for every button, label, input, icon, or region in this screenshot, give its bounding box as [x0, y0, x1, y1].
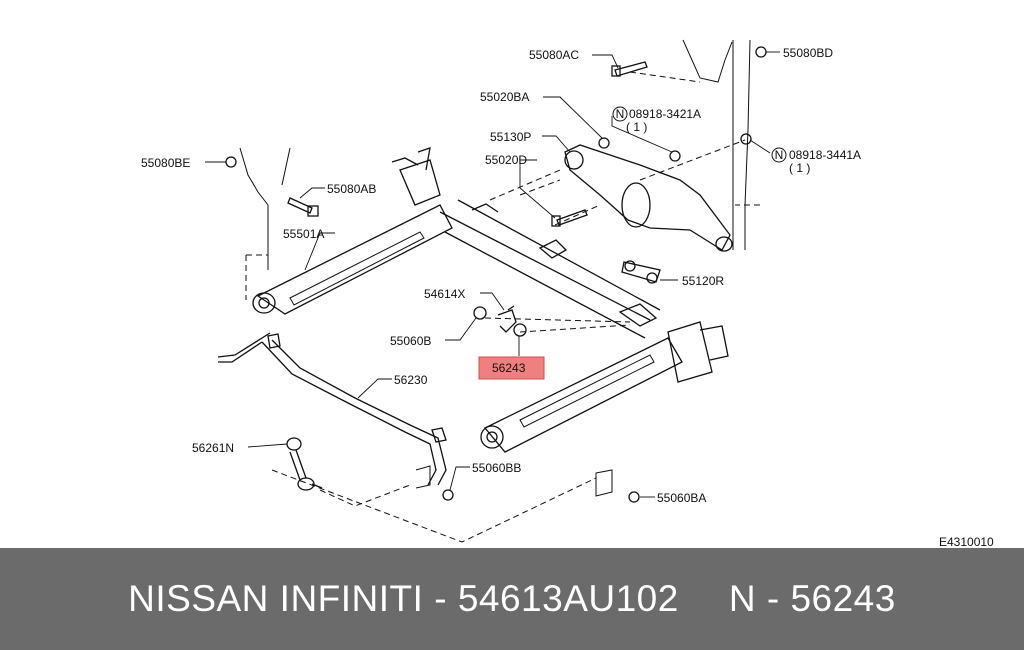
body-bracket-upper — [629, 39, 760, 250]
part-labels: 55080AC 55080BD 55020BA 08918-3421A ( 1 … — [141, 46, 994, 548]
label-55080AB: 55080AB — [327, 182, 376, 196]
label-08918-3421A: 08918-3421A — [629, 107, 701, 121]
n-symbol-label: N — [775, 148, 784, 162]
label-56261N: 56261N — [192, 441, 234, 455]
bushing-clamp — [473, 305, 527, 337]
label-55080BD: 55080BD — [783, 46, 833, 60]
label-55080AC: 55080AC — [529, 48, 579, 62]
fasteners — [225, 46, 767, 503]
label-08918-3441A: 08918-3441A — [789, 148, 861, 162]
n-symbol-label: N — [616, 107, 625, 121]
highlight-box — [478, 356, 545, 380]
footer-ref-number: N - 56243 — [728, 578, 896, 619]
label-55080BE: 55080BE — [141, 156, 190, 170]
n-symbols: N N — [612, 106, 787, 163]
n-circle-icon — [771, 147, 787, 163]
label-54614X: 54614X — [424, 287, 465, 301]
diagram-code: E4310010 — [939, 535, 994, 548]
label-55130P: 55130P — [490, 130, 531, 144]
assembly-lines — [271, 139, 746, 543]
label-55060BA: 55060BA — [657, 491, 706, 505]
trailing-arm-right — [480, 321, 729, 453]
footer-part-number: NISSAN INFINITI - 54613AU102 — [128, 578, 679, 619]
parts-diagram: N N 55080AC 55080BD 55020BA 08918-3421A … — [141, 39, 995, 548]
label-55060BB: 55060BB — [472, 461, 521, 475]
label-56230: 56230 — [394, 373, 428, 387]
body-bracket-left — [239, 147, 291, 300]
label-qty-1a: ( 1 ) — [626, 120, 647, 134]
leader-lines — [205, 51, 780, 498]
label-56243: 56243 — [492, 361, 526, 375]
trailing-arm-left — [252, 147, 453, 315]
stabilizer-bar — [217, 332, 447, 486]
n-circle-icon — [612, 106, 628, 122]
label-qty-1b: ( 1 ) — [789, 161, 810, 175]
label-55020BA: 55020BA — [480, 90, 529, 104]
lower-brackets — [415, 465, 613, 497]
label-55501A: 55501A — [283, 227, 324, 241]
label-55060B: 55060B — [390, 334, 431, 348]
label-55020D: 55020D — [485, 153, 527, 167]
footer-bar: NISSAN INFINITI - 54613AU102 N - 56243 — [0, 548, 1024, 650]
axle-beam — [439, 199, 661, 339]
label-55120R: 55120R — [682, 274, 724, 288]
upper-bracket — [564, 144, 733, 284]
diagram-canvas: N N 55080AC 55080BD 55020BA 08918-3421A … — [141, 39, 994, 548]
footer-text: NISSAN INFINITI - 54613AU102 N - 56243 — [0, 548, 1024, 650]
